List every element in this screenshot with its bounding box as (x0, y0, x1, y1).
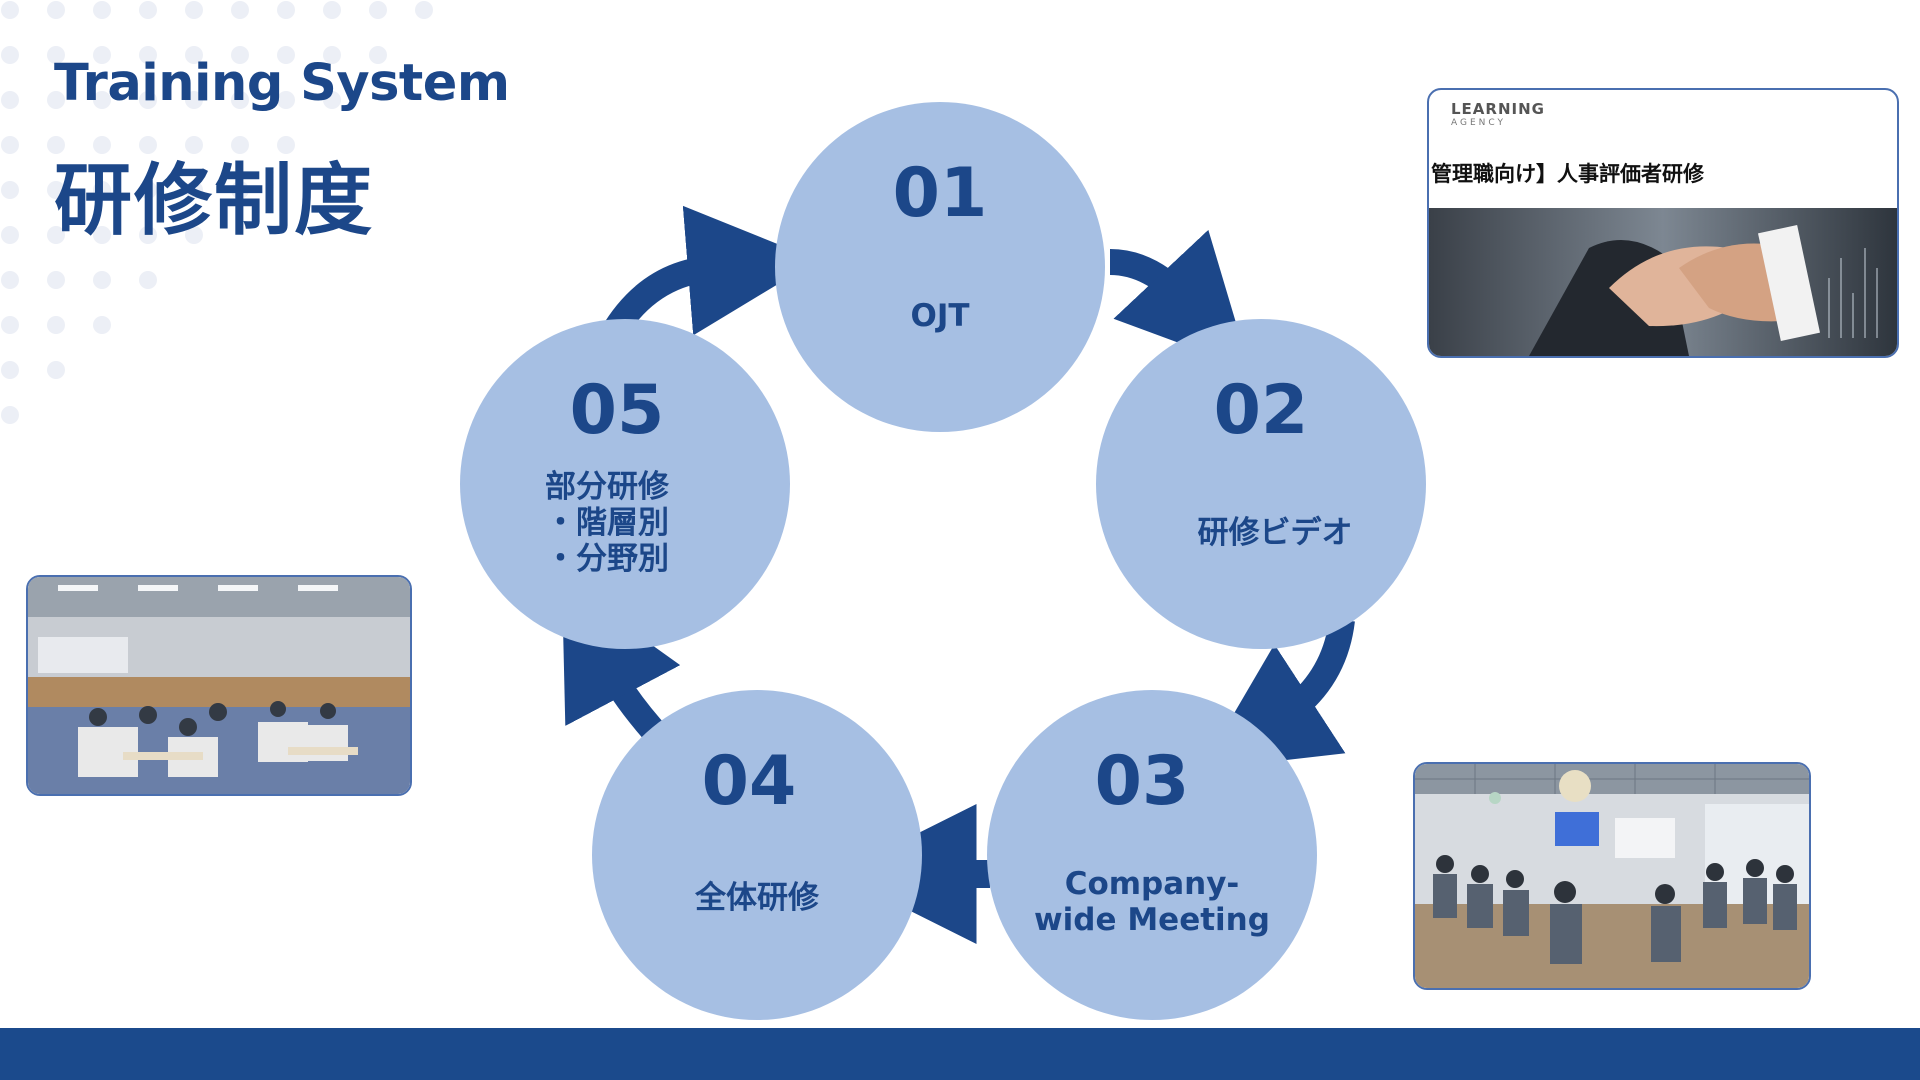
step-circle-01: 01 OJT (775, 102, 1105, 432)
step-circle-05: 05 部分研修 ・階層別 ・分野別 (460, 319, 790, 649)
document-brand: LEARNING AGENCY (1451, 100, 1545, 128)
step-label: 研修ビデオ (1197, 515, 1353, 551)
step-circle-03: 03 Company- wide Meeting (987, 690, 1317, 1020)
training-photo-meeting (1413, 762, 1811, 990)
step-label: 部分研修 ・階層別 ・分野別 (545, 469, 669, 577)
page-title-ja: 研修制度 (54, 156, 375, 246)
footer-bar (0, 1028, 1920, 1080)
step-label: OJT (910, 298, 970, 334)
step-circle-02: 02 研修ビデオ (1096, 319, 1426, 649)
handshake-image (1429, 208, 1897, 356)
cycle-arrow-icon (1109, 229, 1250, 370)
step-number: 03 (1094, 742, 1190, 821)
cycle-arrow-icon (561, 580, 681, 747)
step-number: 02 (1213, 371, 1309, 450)
step-number: 01 (892, 154, 988, 233)
step-number: 04 (701, 742, 797, 821)
training-photo-classroom (26, 575, 412, 796)
step-number: 05 (569, 371, 665, 450)
dot-pattern (1, 1, 433, 424)
step-label: 全体研修 (695, 880, 819, 916)
meeting-image (1415, 764, 1809, 988)
step-circle-04: 04 全体研修 (592, 690, 922, 1020)
document-thumbnail: LEARNING AGENCY 管理職向け】人事評価者研修 (1427, 88, 1899, 358)
classroom-image (28, 577, 410, 794)
page-title-en: Training System (54, 54, 510, 113)
document-title: 管理職向け】人事評価者研修 (1431, 162, 1704, 186)
cycle-arrow-icon (1201, 618, 1355, 770)
step-label: Company- wide Meeting (1034, 866, 1270, 938)
